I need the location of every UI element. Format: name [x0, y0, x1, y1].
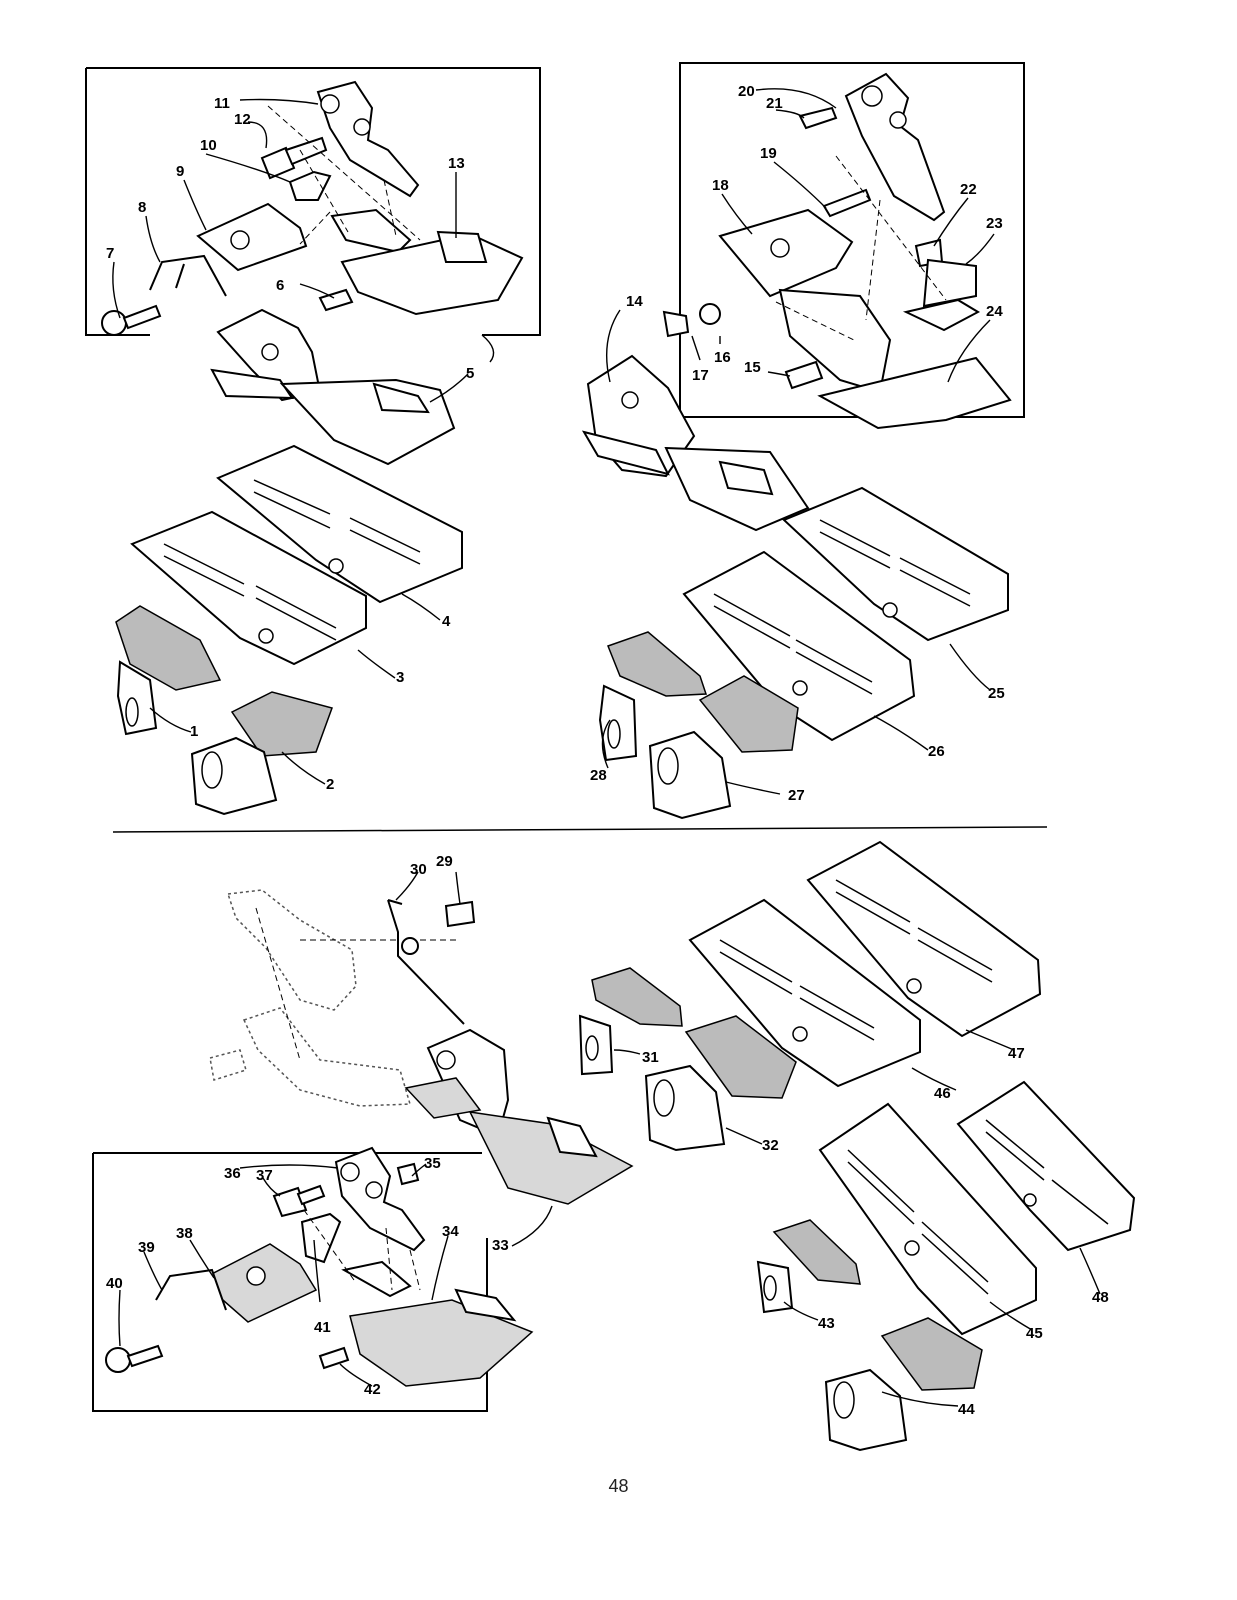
callout-1: 1 — [190, 723, 198, 740]
callout-28: 28 — [590, 767, 607, 784]
callout-13: 13 — [448, 155, 465, 172]
callout-42: 42 — [364, 1381, 381, 1398]
callout-39: 39 — [138, 1239, 155, 1256]
feed-dog-2 — [190, 691, 333, 816]
callout-12: 12 — [234, 111, 251, 128]
spring-30-screw-29 — [387, 899, 476, 1025]
callout-31: 31 — [642, 1049, 659, 1066]
callout-23: 23 — [986, 215, 1003, 232]
callout-24: 24 — [986, 303, 1003, 320]
throat-plate-45 — [818, 1102, 1037, 1336]
feed-dog-28 — [598, 631, 708, 762]
callout-labels: 1 2 3 4 5 6 7 8 9 10 11 12 13 14 15 16 1… — [106, 83, 1109, 1418]
callout-17: 17 — [692, 367, 709, 384]
callout-37: 37 — [256, 1167, 273, 1184]
inset-box-top-right — [679, 62, 1025, 418]
callout-44: 44 — [958, 1401, 975, 1418]
callout-18: 18 — [712, 177, 729, 194]
callout-3: 3 — [396, 669, 404, 686]
throat-plate-48 — [956, 1080, 1136, 1252]
presser-foot-assembly-a — [101, 80, 524, 336]
dotted-reference-parts — [209, 889, 460, 1107]
callout-47: 47 — [1008, 1045, 1025, 1062]
feed-dog-44 — [824, 1317, 983, 1452]
callout-34: 34 — [442, 1223, 459, 1240]
presser-foot-assembly-b — [662, 72, 1012, 430]
throat-plate-46 — [688, 898, 921, 1088]
callout-33: 33 — [492, 1237, 509, 1254]
callout-9: 9 — [176, 163, 184, 180]
callout-27: 27 — [788, 787, 805, 804]
throat-plate-3 — [130, 510, 367, 666]
callout-38: 38 — [176, 1225, 193, 1242]
throat-plate-47 — [806, 840, 1042, 1038]
callout-43: 43 — [818, 1315, 835, 1332]
callout-2: 2 — [326, 776, 334, 793]
inset-box-top-left — [85, 67, 541, 336]
leader-lines — [112, 88, 1101, 1407]
callout-22: 22 — [960, 181, 977, 198]
callout-30: 30 — [410, 861, 427, 878]
callout-35: 35 — [424, 1155, 441, 1172]
callout-45: 45 — [1026, 1325, 1043, 1342]
feed-dog-27 — [648, 675, 799, 820]
callout-48: 48 — [1092, 1289, 1109, 1306]
feed-dog-31 — [578, 967, 683, 1076]
throat-plate-4 — [216, 444, 463, 604]
callout-6: 6 — [276, 277, 284, 294]
callout-7: 7 — [106, 245, 114, 262]
callout-16: 16 — [714, 349, 731, 366]
callout-20: 20 — [738, 83, 755, 100]
callout-40: 40 — [106, 1275, 123, 1292]
callout-41: 41 — [314, 1319, 331, 1336]
callout-8: 8 — [138, 199, 146, 216]
feed-dog-32 — [644, 1015, 797, 1152]
callout-14: 14 — [626, 293, 643, 310]
callout-4: 4 — [442, 613, 451, 630]
section-divider — [112, 826, 1048, 833]
callout-29: 29 — [436, 853, 453, 870]
feed-dog-1 — [115, 605, 222, 736]
callout-26: 26 — [928, 743, 945, 760]
presser-foot-33 — [404, 1028, 634, 1205]
throat-plate-25 — [782, 486, 1009, 642]
presser-foot-14 — [581, 354, 810, 532]
callout-5: 5 — [466, 365, 474, 382]
callout-19: 19 — [760, 145, 777, 162]
callout-46: 46 — [934, 1085, 951, 1102]
callout-25: 25 — [988, 685, 1005, 702]
callout-11: 11 — [214, 95, 230, 112]
callout-15: 15 — [744, 359, 761, 376]
page-number: 48 — [608, 1476, 629, 1496]
presser-foot-5 — [210, 308, 456, 466]
feed-dog-43 — [756, 1219, 861, 1314]
callout-21: 21 — [766, 95, 783, 112]
presser-foot-assembly-c — [105, 1146, 534, 1387]
callout-36: 36 — [224, 1165, 241, 1182]
callout-10: 10 — [200, 137, 217, 154]
callout-32: 32 — [762, 1137, 779, 1154]
